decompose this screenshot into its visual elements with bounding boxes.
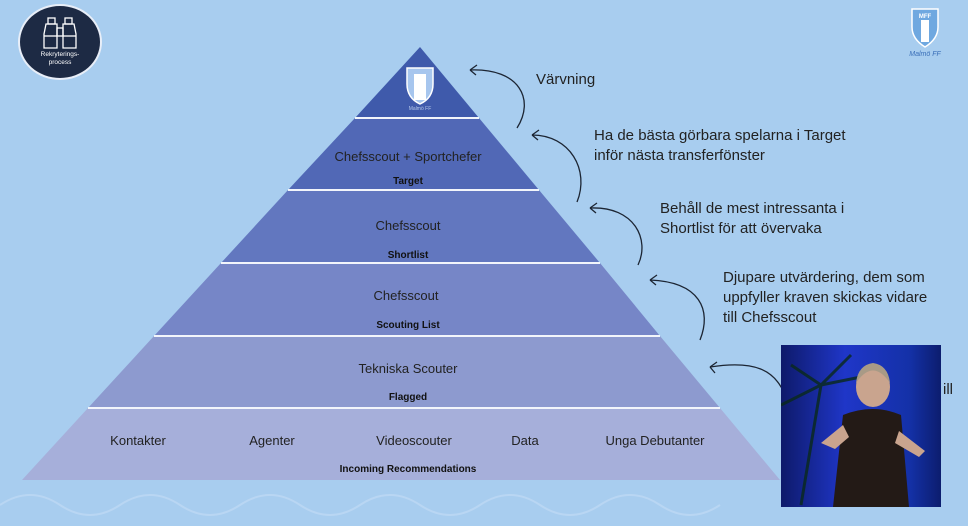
speaker-video: [781, 345, 941, 507]
process-badge: Rekryterings- process: [18, 4, 102, 80]
base-item: Data: [511, 433, 539, 448]
layer-label-scouting-list: Scouting List: [376, 320, 440, 331]
pyramid-layer-scouting-list: [154, 263, 660, 336]
pyramid-layer-shortlist: [221, 190, 600, 263]
svg-text:Malmö FF: Malmö FF: [909, 51, 941, 58]
pyramid-layer-target: [288, 118, 539, 190]
layer-label-flagged: Flagged: [388, 392, 428, 403]
svg-text:MFF: MFF: [919, 14, 932, 20]
layer-title-target: Chefsscout + Sportchefer: [334, 149, 482, 164]
annotation-target: Ha de bästa görbara spelarna i Target in…: [594, 127, 846, 164]
layer-title-flagged: Tekniska Scouter: [358, 361, 458, 376]
malmo-ff-logo: MFF Malmö FF: [909, 8, 941, 58]
layer-label-incoming: Incoming Recommendations: [339, 464, 477, 475]
layer-title-scouting-list: Chefsscout: [373, 288, 439, 303]
apex-logo: Malmö FF: [406, 67, 434, 112]
base-item: Kontakter: [110, 433, 166, 448]
speaker-figure: [781, 353, 925, 507]
pyramid-layer-incoming: [22, 408, 780, 480]
svg-text:Malmö FF: Malmö FF: [409, 106, 432, 112]
pyramid-layer-flagged: [88, 336, 720, 408]
base-item: Agenter: [249, 433, 295, 448]
base-item: Unga Debutanter: [605, 433, 705, 448]
annotation-shortlist: Behåll de mest intressanta i Shortlist f…: [660, 200, 845, 237]
annotation-fragment: ill: [943, 381, 953, 398]
annotation-varvning: Värvning: [536, 71, 596, 88]
annotation-scouting: Djupare utvärdering, dem som uppfyller k…: [723, 269, 928, 326]
binoculars-icon: [43, 17, 77, 49]
layer-label-shortlist: Shortlist: [387, 250, 429, 261]
base-item: Videoscouter: [376, 433, 452, 448]
layer-title-shortlist: Chefsscout: [375, 218, 441, 233]
layer-label-target: Target: [393, 176, 423, 187]
badge-label: Rekryterings- process: [40, 51, 80, 66]
